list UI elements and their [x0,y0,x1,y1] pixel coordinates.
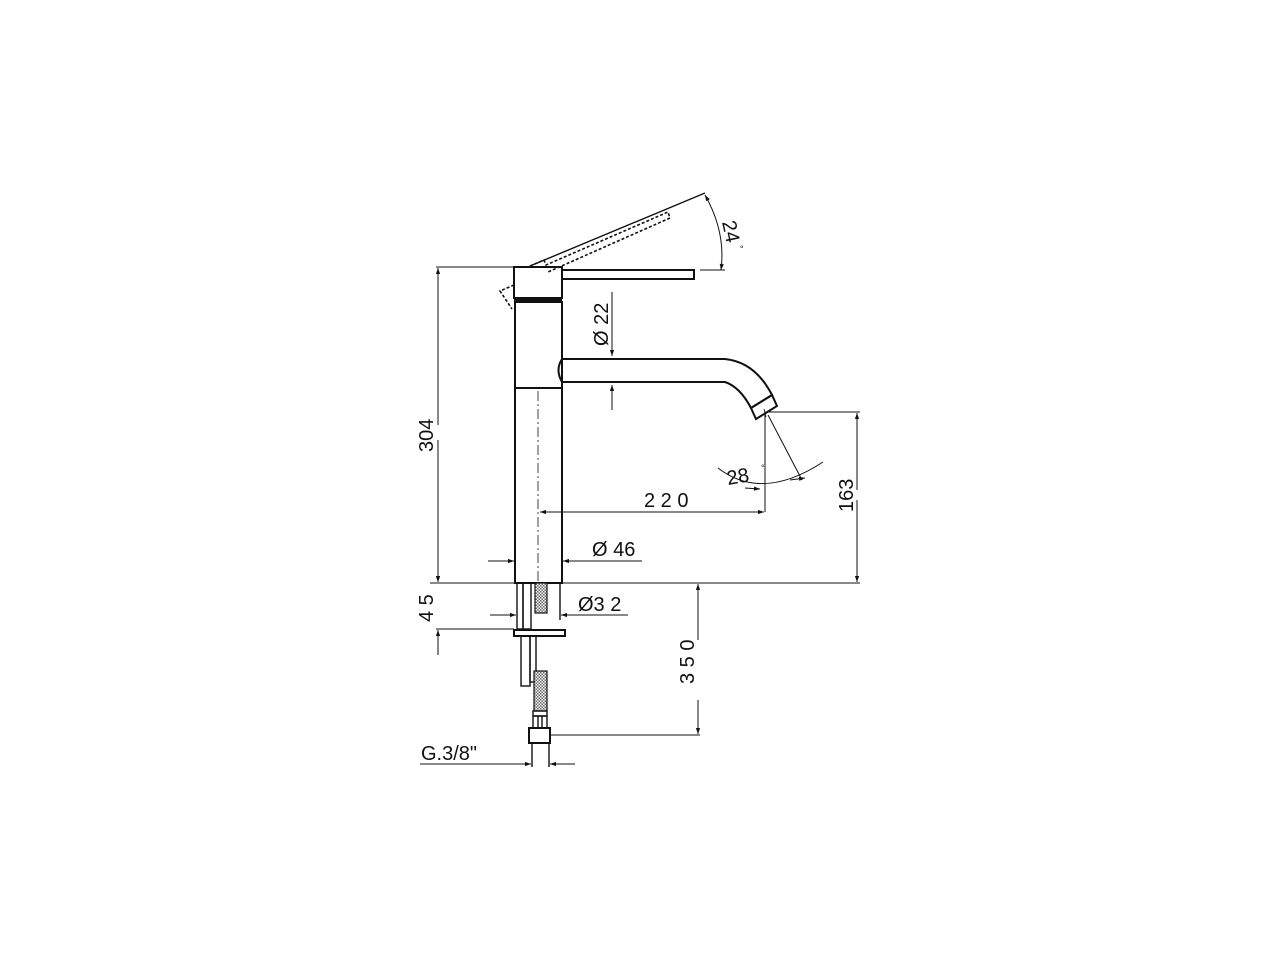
dimension-spout-height: 163 [836,413,860,582]
connection-thread-label: G.3/8" [421,743,477,765]
faucet-body [498,192,706,600]
dimension-body-diameter: Ø 46 [488,539,642,564]
spout-angle-label: 28 [725,464,751,490]
dimension-spout-reach: 2 2 0 [540,490,764,515]
hose-length-label: 3 5 0 [677,640,699,684]
spout-height-label: 163 [836,479,858,512]
shank-diameter-label: Ø3 2 [578,594,621,616]
reference-lines [430,266,860,736]
dimension-lever-angle: 24 ° [704,194,744,271]
total-height-label: 304 [416,419,438,452]
shank-length-label: 4 5 [416,594,438,622]
dimension-shank-diameter: Ø3 2 [490,594,628,618]
lever-angle-label: 24 [717,218,743,244]
shank-and-hoses [513,582,566,767]
dimension-connection-thread: G.3/8" [420,743,575,767]
dimension-spout-diameter: Ø 22 [591,292,615,410]
spout-reach-label: 2 2 0 [644,490,688,512]
dimension-total-height: 304 [416,268,441,582]
dimension-hose-length: 3 5 0 [677,584,701,734]
degree-symbol: ° [740,244,744,254]
degree-symbol: ° [761,463,765,473]
spout [557,358,779,421]
spout-diameter-label: Ø 22 [591,303,613,346]
dimension-shank-length: 4 5 [416,560,441,655]
body-diameter-label: Ø 46 [592,539,635,561]
dimension-spout-angle: 28 ° [717,412,824,512]
